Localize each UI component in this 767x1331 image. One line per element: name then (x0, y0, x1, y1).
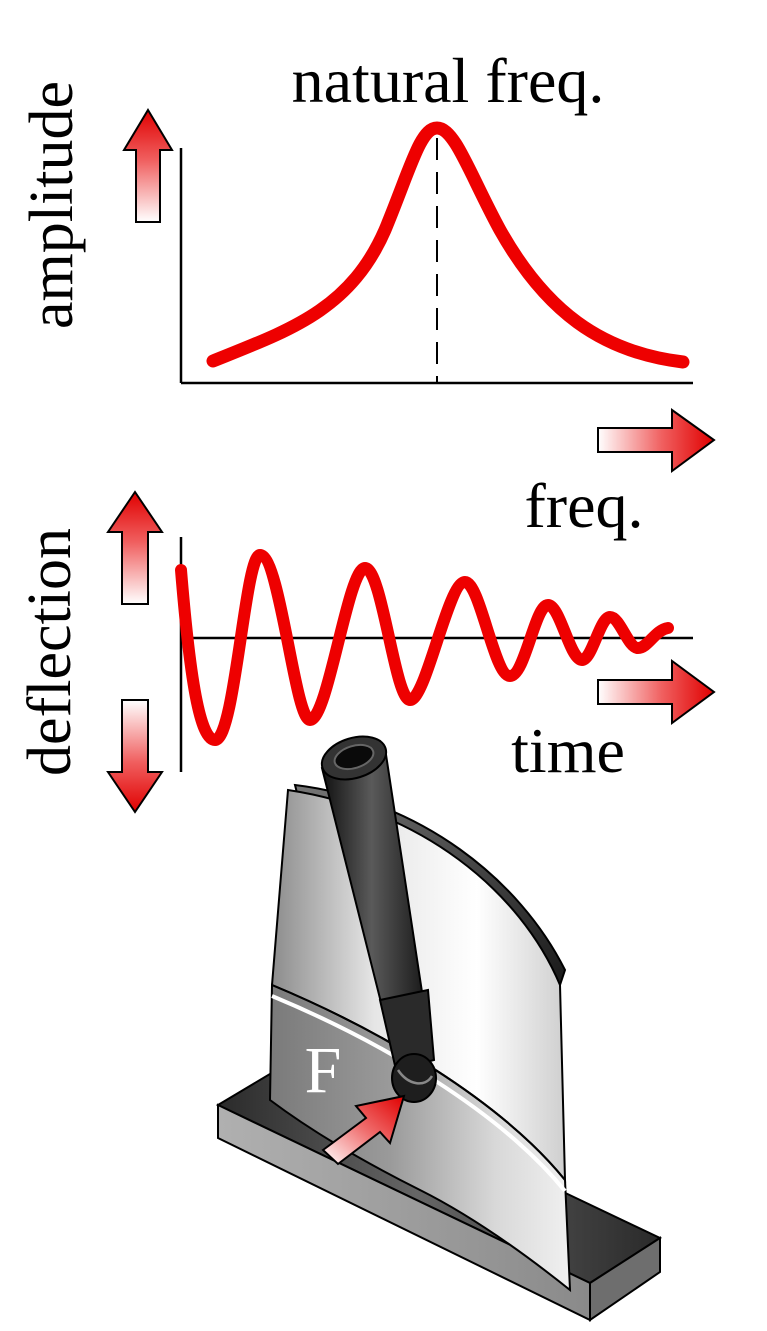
blade-milling-illustration: F (215, 735, 663, 1322)
force-label: F (305, 1034, 342, 1107)
deflection-label: deflection (16, 528, 84, 776)
tool-top-bore (333, 743, 375, 771)
tool-ball-end (391, 1053, 437, 1103)
amplitude-label: amplitude (18, 81, 86, 329)
deflection-arrow-up-icon (106, 490, 164, 605)
freq-arrow-right-icon (597, 408, 716, 473)
time-label: time (511, 715, 625, 786)
deflection-arrow-down-icon (106, 699, 164, 814)
tool-neck (378, 988, 436, 1072)
resonance-curve (206, 121, 690, 369)
damped-oscillation-curve (175, 549, 674, 746)
amplitude-arrow-up-icon (122, 108, 174, 223)
base-plate-side (589, 1236, 661, 1322)
amplitude-label-group: amplitude (18, 81, 86, 329)
force-arrow-up-right-icon (321, 1094, 406, 1166)
time-arrow-right-icon (597, 659, 716, 725)
natural-freq-label: natural freq. (292, 45, 605, 116)
tool-flute (396, 1069, 434, 1085)
freq-label: freq. (524, 470, 643, 541)
end-mill-tool (320, 735, 437, 1103)
